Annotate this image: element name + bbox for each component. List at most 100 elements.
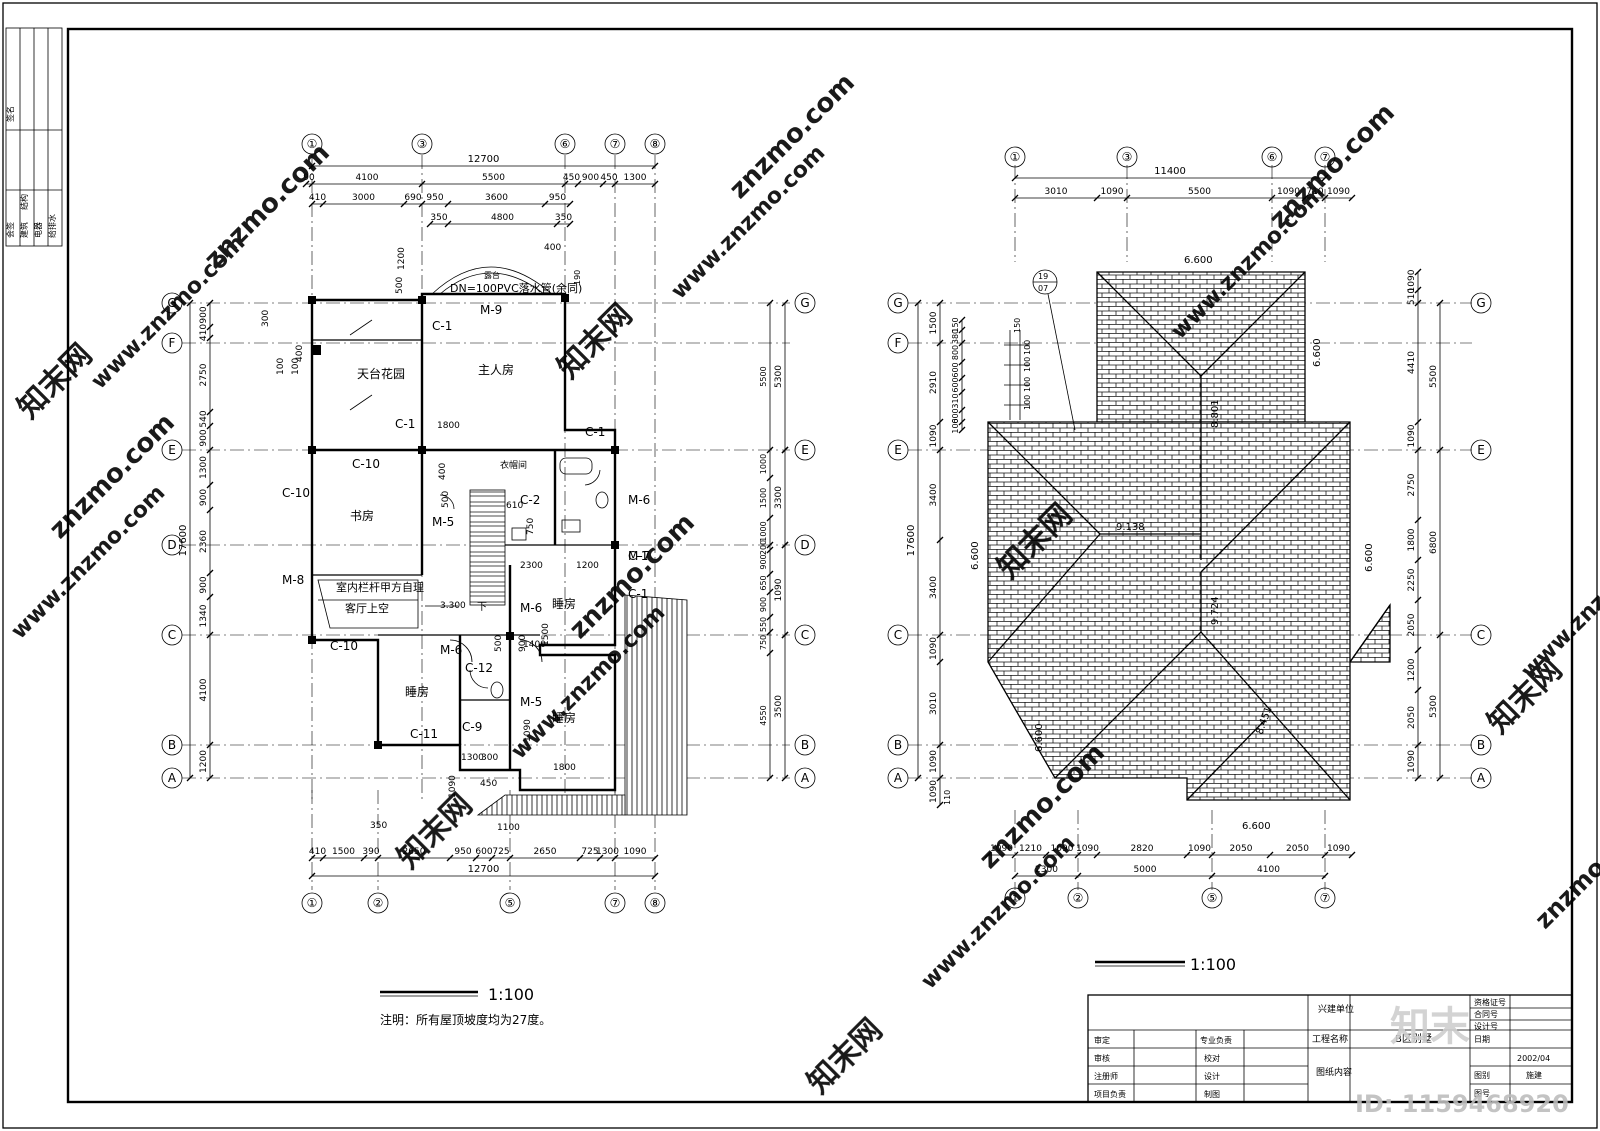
dim-bottom-row2-tick — [1208, 872, 1216, 880]
dim-top-tick — [1321, 194, 1329, 202]
bathtub-icon — [559, 457, 593, 475]
axis-bubble-bottom-circle — [367, 892, 389, 914]
dim-left-detail-tick — [958, 326, 966, 334]
dim-right-outer-label: 1090 — [774, 578, 784, 601]
hip-line — [987, 421, 1101, 535]
axis-bubble-top: ⑥ — [1267, 150, 1278, 164]
door-window-tag: C-10 — [330, 639, 358, 653]
dimension-tag: 400 — [295, 345, 305, 362]
axis-bubble-right: C — [801, 628, 809, 642]
dim-bottom-row2-tick — [1074, 872, 1082, 880]
dim-top-row2-tick — [574, 180, 582, 188]
door-window-tag: M-6 — [628, 493, 650, 507]
left-scale-label: 1:100 — [488, 985, 534, 1004]
dim-top-tick — [1301, 194, 1309, 202]
tb-design-no-label: 设计号 — [1474, 1021, 1498, 1031]
dim-top-row3-tick — [400, 200, 408, 208]
door-swing — [519, 639, 543, 663]
dim-top-row3-label: 410 — [309, 193, 326, 203]
axis-bubble-top-circle — [1004, 146, 1026, 168]
hip-line — [1200, 631, 1351, 801]
dim-left-tick — [936, 741, 944, 749]
hip-line — [1054, 631, 1202, 779]
detail-callout-top: 19 — [1038, 272, 1048, 281]
dim-right-inner-tick — [1414, 516, 1422, 524]
dim-right-inner-tick — [1414, 268, 1422, 276]
room-bedroom-2: 睡房 — [405, 684, 429, 699]
dim-right-inner-tick — [766, 570, 774, 578]
elevation-mark: 6.600 — [1034, 723, 1045, 752]
dim-top-label: 5500 — [1188, 187, 1211, 197]
axis-bubble-left: E — [894, 443, 902, 457]
axis-bubble-right-circle — [794, 767, 816, 789]
dim-top-row3-label: 690 — [404, 193, 421, 203]
dim-right-inner-tick — [766, 474, 774, 482]
dim-right-inner-tick — [1414, 741, 1422, 749]
dim-right-outer-tick — [1436, 446, 1444, 454]
dim-bottom-row1-tick — [1348, 851, 1356, 859]
axis-bubble-bottom-circle — [301, 892, 323, 914]
column — [374, 741, 382, 749]
axis-bubble-right-circle — [794, 734, 816, 756]
dim-right-inner-tick — [766, 774, 774, 782]
dim-pergola: 100 — [1023, 377, 1032, 392]
axis-bubble-left: E — [168, 443, 176, 457]
dim-bottom-row2-tick — [1321, 872, 1329, 880]
dim-bottom-label: 2650 — [534, 847, 557, 857]
dim-right-inner-tick — [766, 299, 774, 307]
dimension-tag: 900 — [518, 635, 528, 652]
axis-bubble-right-circle — [1470, 624, 1492, 646]
tb-project-name: B区别墅 — [1395, 1033, 1432, 1045]
axis-bubble-bottom: ① — [307, 896, 318, 910]
column — [308, 446, 316, 454]
dim-bottom-label: 600 — [475, 847, 492, 857]
dim-right-inner-label: 200 — [759, 540, 768, 555]
dim-left-label: 900 — [199, 489, 209, 506]
tb-cert-label: 资格证号 — [1474, 997, 1506, 1007]
dim-top-overall-tick — [308, 162, 316, 170]
dim-right-outer-label: 6800 — [1429, 531, 1439, 554]
watermark-site: znzmo.com — [1529, 807, 1600, 934]
elevation-mark: 6.600 — [1242, 821, 1271, 832]
axis-bubble-right-circle — [794, 624, 816, 646]
dim-bottom-tick — [576, 854, 584, 862]
axis-bubble-right: G — [1476, 296, 1485, 310]
watermark-url: www.znzmo.com — [87, 230, 251, 394]
door-window-tag: C-1 — [432, 319, 452, 333]
dim-top-label: 1090 — [1327, 187, 1350, 197]
dim-right-inner-label: 2250 — [1407, 568, 1417, 591]
dim-bottom-label: 1300 — [596, 847, 619, 857]
dim-top-overall-label: 11400 — [1154, 166, 1186, 177]
door-window-tag: C-12 — [465, 661, 493, 675]
axis-bubble-right: E — [801, 443, 809, 457]
door-window-tag: M-9 — [480, 303, 502, 317]
dim-right-inner-tick — [1414, 774, 1422, 782]
dim-right-inner-tick — [1414, 418, 1422, 426]
dim-left-tick — [206, 408, 214, 416]
tb-row-approve: 审定 — [1094, 1035, 1110, 1045]
dim-top-row2-label: 4100 — [356, 173, 379, 183]
dim-left-detail-tick — [958, 358, 966, 366]
dim-top-row2-label: 5500 — [482, 173, 505, 183]
dim-pergola: 100 — [1023, 395, 1032, 410]
pergola — [1004, 330, 1030, 420]
watermark-brand: 知末网 — [391, 787, 479, 875]
dim-bottom-tick — [651, 854, 659, 862]
axis-bubble-right-circle — [794, 534, 816, 556]
dim-right-inner-label: 2050 — [1407, 613, 1417, 636]
dimension-tag: 300 — [481, 753, 498, 763]
axis-bubble-right: C — [1477, 628, 1485, 642]
axis-bubble-bottom-circle — [644, 892, 666, 914]
dim-left-detail-label: 600 — [951, 377, 960, 392]
dim-right-inner-label: 900 — [759, 597, 768, 612]
door-window-tag: C-1 — [628, 549, 648, 563]
dim-right-outer-tick — [781, 774, 789, 782]
door-window-tag: C-2 — [520, 493, 540, 507]
axis-bubble-right-circle — [1470, 767, 1492, 789]
door-window-tag: M-5 — [520, 695, 542, 709]
dim-top-row2-label: 450 — [563, 173, 580, 183]
toilet-icon — [490, 681, 504, 699]
dim-left-label: 1090 — [929, 637, 939, 660]
axis-bubble-right: E — [1477, 443, 1485, 457]
